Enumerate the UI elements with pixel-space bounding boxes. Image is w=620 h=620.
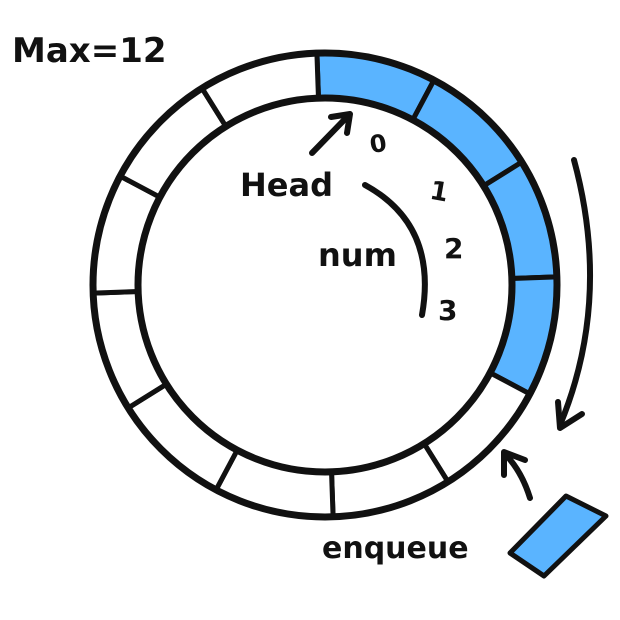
index-label-3: 3 [438,294,457,327]
outer-ring [89,49,561,521]
num-label: num [318,236,397,274]
enqueue-arrow [501,449,533,501]
head-label: Head [240,166,333,204]
head-pointer-arrow [309,111,353,156]
max-capacity-title: Max=12 [12,31,167,71]
inner-ring [134,94,516,476]
index-label-1: 1 [428,176,451,209]
clockwise-direction-arrow [555,157,594,431]
num-arc [362,182,428,318]
index-label-2: 2 [444,232,463,265]
enqueue-label: enqueue [322,531,469,566]
incoming-element-block [507,493,609,579]
index-label-0: 0 [368,129,389,159]
